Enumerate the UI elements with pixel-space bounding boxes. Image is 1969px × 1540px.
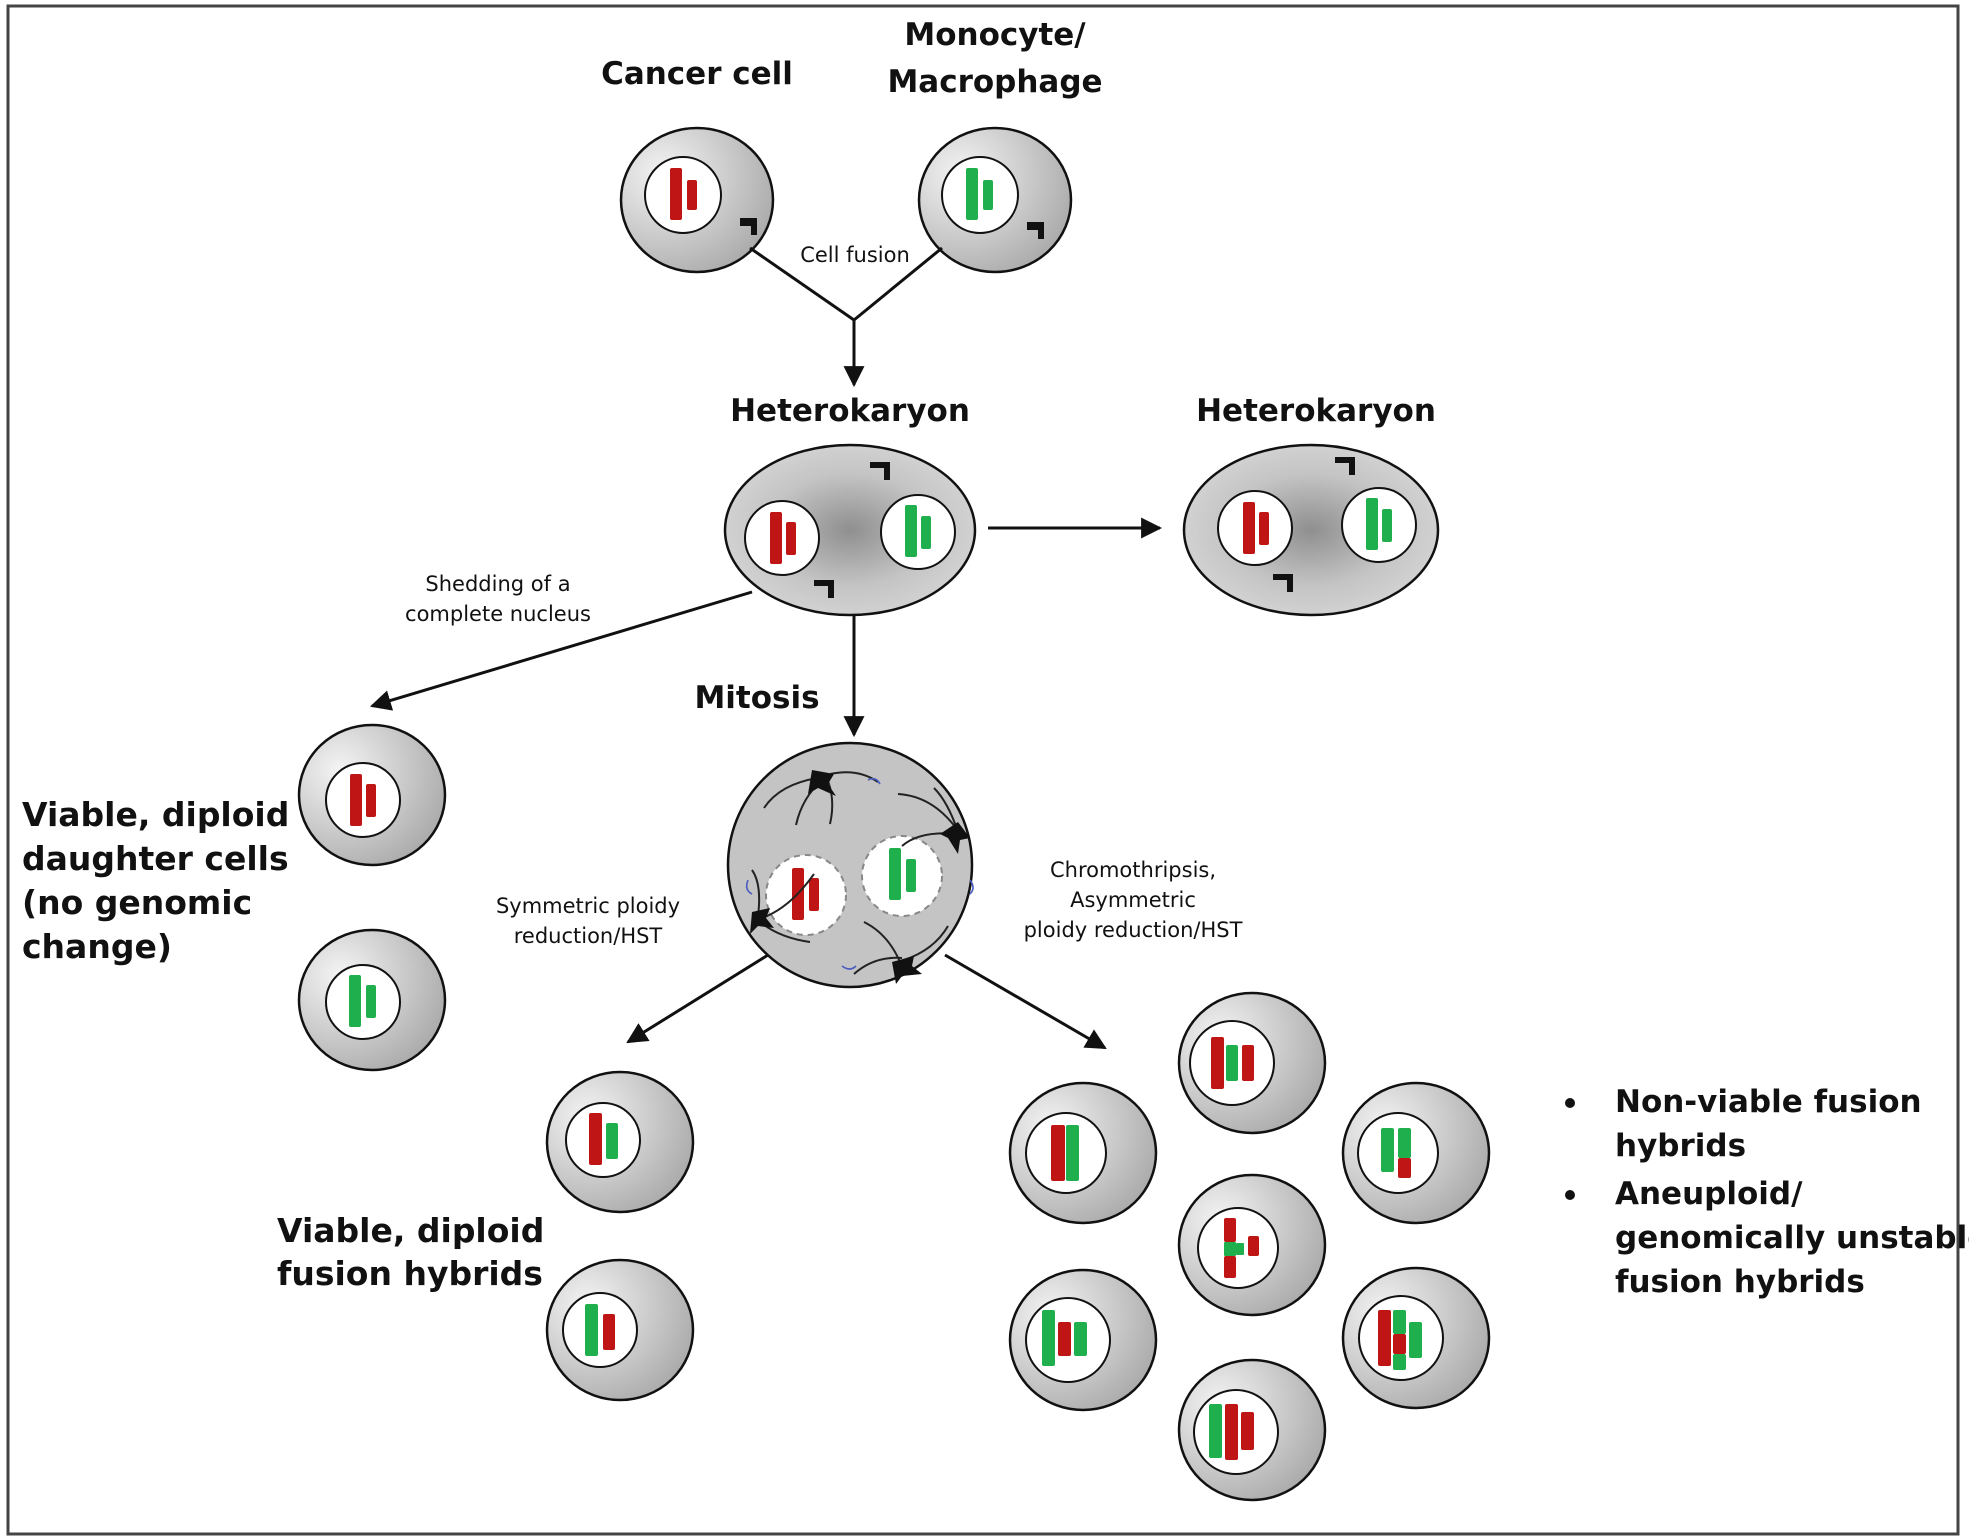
bullet-2 [1565,1190,1575,1200]
aneuploid-cell-center [1177,1173,1327,1317]
label-shedding-line1: Shedding of a [425,572,570,596]
label-cell-fusion: Cell fusion [800,243,910,267]
centrosome-icon [870,462,890,480]
label-heterokaryon-center: Heterokaryon [730,393,970,429]
label-chromothripsis-line1: Chromothripsis, [1050,858,1216,882]
daughter-cell-cancer [297,723,447,867]
heterokaryon-center-cell [723,443,977,617]
aneuploid-cell-left-1 [1008,1081,1158,1225]
fusion-connector [749,246,943,388]
label-chromothripsis-line3: ploidy reduction/HST [1024,918,1243,942]
heterokaryon-right-cell [1182,443,1440,617]
label-viable-daughter-line4: change) [22,927,172,966]
label-bullet2-line2: genomically unstable [1615,1220,1969,1256]
label-heterokaryon-right: Heterokaryon [1196,393,1436,429]
cancer-nucleus [765,854,847,936]
arrow-symmetric [626,953,769,1044]
label-viable-fusion-line1: Viable, diploid [277,1211,544,1250]
label-symmetric-line2: reduction/HST [514,924,663,948]
nucleus [644,156,722,234]
fusion-hybrid-cell-2 [545,1258,695,1402]
mitotic-cell [726,741,974,989]
label-cancer-cell: Cancer cell [601,56,793,92]
label-viable-daughter-line2: daughter cells [22,839,289,878]
centrosome-icon [814,580,834,598]
monocyte-cell [917,126,1073,274]
centrosome-icon [1273,574,1293,592]
arrow-asymmetric [944,953,1107,1050]
label-monocyte-line2: Macrophage [887,64,1102,100]
microtubule-ends [745,777,974,970]
monocyte-nucleus [1341,487,1417,563]
label-bullet1-line1: Non-viable fusion [1615,1084,1922,1120]
centrosome-icon [1335,457,1355,475]
label-viable-fusion-line2: fusion hybrids [277,1254,543,1293]
centrosome-icon [1027,222,1044,239]
aneuploid-cell-top [1177,991,1327,1135]
label-bullet2-line3: fusion hybrids [1615,1264,1865,1300]
daughter-cell-monocyte [297,928,447,1072]
label-bullet1-line2: hybrids [1615,1128,1746,1164]
spindle-poles [750,770,970,984]
monocyte-nucleus [880,494,956,570]
fusion-hybrid-cell-1 [545,1070,695,1214]
label-shedding-line2: complete nucleus [405,602,591,626]
centrosome-icon [740,218,757,235]
aneuploid-cell-right-1 [1341,1081,1491,1225]
red-chromosomes [670,168,697,220]
monocyte-nucleus [861,835,943,917]
label-mitosis: Mitosis [694,680,819,716]
aneuploid-cell-left-2 [1008,1268,1158,1412]
nucleus [941,156,1019,234]
label-viable-daughter-line3: (no genomic [22,883,252,922]
label-monocyte-line1: Monocyte/ [904,17,1086,53]
arrow-shedding [369,590,753,711]
label-viable-daughter-line1: Viable, diploid [22,795,289,834]
bullet-1 [1565,1098,1575,1108]
aneuploid-cell-bottom [1177,1358,1327,1502]
cancer-cell [619,126,775,274]
aneuploid-cell-right-2 [1341,1266,1491,1410]
label-chromothripsis-line2: Asymmetric [1070,888,1196,912]
label-symmetric-line1: Symmetric ploidy [496,894,680,918]
label-bullet2-line1: Aneuploid/ [1615,1176,1803,1212]
green-chromosomes [966,168,993,220]
